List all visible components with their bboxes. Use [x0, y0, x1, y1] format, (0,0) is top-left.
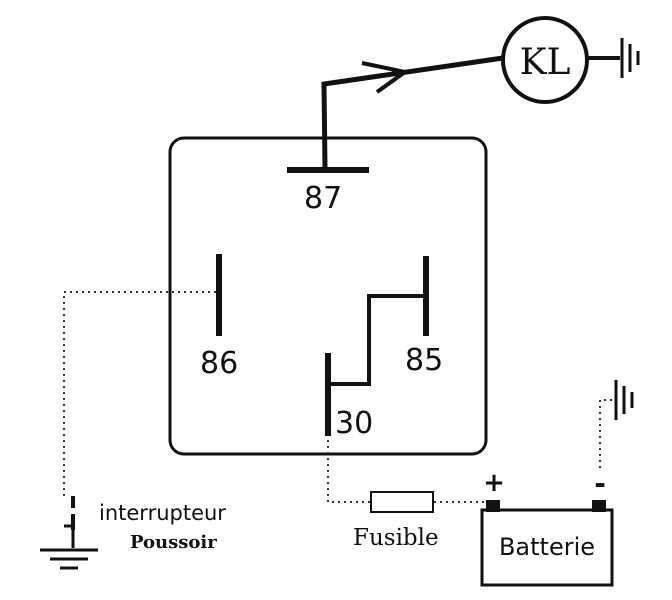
lamp-label: KL	[520, 42, 571, 83]
battery	[480, 508, 614, 587]
battery-plus-sign: +	[483, 468, 505, 498]
wire-87-to-lamp	[321, 55, 504, 169]
pin-87-label: 87	[304, 181, 342, 216]
switch-label-line1: interrupteur	[99, 501, 226, 525]
battery-negative-terminal	[592, 500, 606, 512]
wire-battery-to-ground	[599, 399, 614, 468]
ground-icon	[40, 530, 98, 570]
push-button-switch-icon	[64, 496, 75, 530]
ground-icon	[587, 38, 640, 78]
pin-86-label: 86	[200, 346, 238, 381]
fuse	[370, 491, 434, 513]
pin-30-label: 30	[335, 406, 373, 441]
battery-label: Batterie	[499, 533, 595, 561]
wire-86-to-switch	[63, 291, 216, 498]
wire-30-to-fuse	[327, 440, 370, 503]
battery-positive-terminal	[486, 500, 500, 512]
ground-icon	[614, 380, 634, 420]
arrow-icon	[361, 61, 410, 94]
battery-minus-sign: -	[594, 467, 606, 500]
switch-label-line2: Poussoir	[130, 532, 217, 553]
pin-85-label: 85	[405, 343, 443, 378]
coil-link-wire	[330, 294, 426, 386]
fuse-label: Fusible	[353, 525, 439, 551]
